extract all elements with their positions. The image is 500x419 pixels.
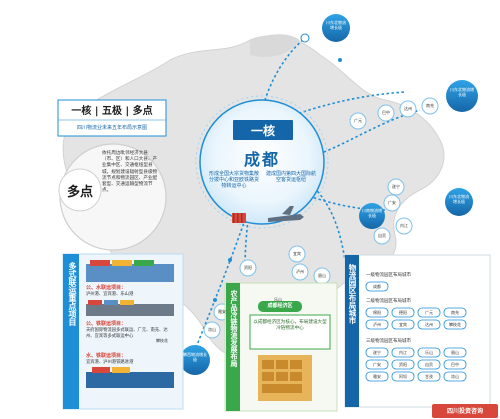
- multi-point-label: 多点: [66, 185, 93, 200]
- park-tier3-label: 三级物流园区布局城市: [366, 339, 411, 344]
- park-tier3-city: 凉山: [451, 374, 459, 379]
- multimodal-item-title: 公、水联运项目：: [86, 285, 127, 291]
- page-subtitle: 四川物流业未来五年布局示意图: [76, 125, 147, 131]
- city-label: 内江: [400, 223, 408, 228]
- park-tier2-city: 宜宾: [399, 322, 407, 327]
- core-rail-text: 形成全国大宗货物集散分拨中心和亚欧铁路货物转运中心: [208, 171, 259, 189]
- park-tier3-city: 乐山: [425, 350, 433, 355]
- cold-chain-icons: [249, 301, 331, 401]
- cold-chain-title: 农产品冷链物流发展布局: [230, 290, 238, 367]
- multi-point-text: 依托周边毗邻经济大县（市、区）和人口大县、产业集中区、交通枢纽型县城，规划建设辐…: [102, 151, 158, 194]
- core-city: 成都: [243, 150, 280, 169]
- cargo-ship-icons: [86, 260, 174, 388]
- pole-north: 川东北物流增长极: [326, 20, 346, 30]
- park-tier-chips: [365, 281, 467, 382]
- city-label: 眉山: [318, 273, 326, 278]
- park-panel: [344, 254, 491, 408]
- city-label: 宜宾: [293, 251, 301, 256]
- city-label: 攀枝花: [156, 338, 168, 343]
- header-box: [57, 99, 167, 137]
- watermark-logo: [432, 404, 498, 418]
- city-label: 广安: [388, 200, 396, 205]
- park-tier3-city: 内江: [399, 350, 407, 355]
- park-tier3-city: 眉山: [451, 350, 459, 355]
- park-tier2-city: 攀枝花: [449, 322, 461, 327]
- park-tier1-label: 一级物流园区布局城市: [366, 273, 411, 278]
- city-label: 广元: [354, 118, 362, 123]
- city-label: 泸州: [296, 269, 304, 274]
- city-label: 凉山: [208, 327, 216, 332]
- park-tier2-label: 二级物流园区布局城市: [366, 299, 411, 304]
- core-label: 一核: [250, 124, 275, 138]
- park-tier3-city: 广安: [373, 362, 381, 367]
- city-label: 遂宁: [392, 184, 400, 189]
- city-label: 乐山: [274, 297, 282, 302]
- multimodal-item-text: 天府国际物流园多式联运、广元、南充、达州、宜宾等多式联运中心: [86, 328, 168, 339]
- multimodal-item-text: 泸州港、宜宾港、乐山港: [86, 292, 134, 297]
- park-tier2-city: 德阳: [399, 310, 407, 315]
- park-tier3-city: 遂宁: [373, 350, 381, 355]
- park-tier2-city: 绵阳: [373, 310, 381, 315]
- city-label: 南充: [426, 103, 434, 108]
- park-tier3-city: 雅安: [373, 374, 381, 379]
- core-banner: [233, 120, 293, 140]
- city-label: 资阳: [244, 265, 252, 270]
- pole-south: 川南物流增长极: [362, 208, 382, 218]
- park-tier1-city: 成都: [373, 284, 381, 289]
- city-label: 达州: [404, 106, 412, 111]
- multimodal-item-text: 宜宾港、泸州港铁路进港: [86, 360, 134, 365]
- core-air-text: 建成国内第四大国际航空客货运枢纽: [266, 171, 317, 183]
- park-tier3-city: 阿坝: [399, 374, 407, 379]
- park-tier2-city: 广元: [425, 310, 433, 315]
- city-label: 雅安: [218, 309, 226, 314]
- multimodal-title: 多式联运重点项目: [68, 262, 77, 326]
- pole-east: 川东北物流增长极: [449, 194, 469, 204]
- park-tier3-city: 自贡: [425, 362, 433, 367]
- park-tier2-city: 泸州: [373, 322, 381, 327]
- page-title: 一核 | 五极 | 多点: [71, 106, 153, 117]
- multimodal-item-title: 公、铁联运项目：: [86, 321, 127, 327]
- park-tier3-city: 甘孜: [425, 374, 433, 379]
- city-label: 巴中: [382, 110, 390, 115]
- pole-panxi: 攀西物流增长极: [183, 352, 207, 362]
- multimodal-item-title: 水、铁联运项目：: [86, 353, 127, 359]
- park-tier3-city: 巴中: [451, 362, 459, 367]
- park-tier3-city: 资阳: [399, 362, 407, 367]
- park-tier2-city: 达州: [425, 322, 433, 327]
- freight-icons: [232, 206, 304, 223]
- city-label: 自贡: [378, 233, 386, 238]
- cold-chain-zone: 成都经济区: [267, 303, 293, 309]
- park-tier2-city: 南充: [451, 310, 459, 315]
- park-title: 物流园区布局城市: [348, 264, 357, 324]
- watermark-text: 四川投资咨询: [446, 408, 483, 415]
- pole-northeast: 川东北物流增长极: [450, 87, 474, 97]
- cold-chain-text: 以成都经济区为核心，布局建设大型冷链物流中心: [253, 320, 327, 331]
- pole-badges: [180, 14, 478, 375]
